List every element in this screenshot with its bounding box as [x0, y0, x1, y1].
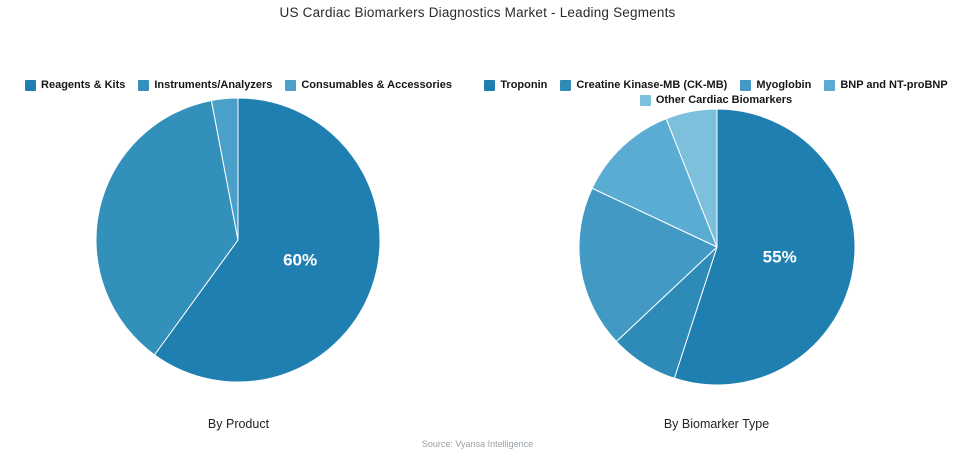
legend-swatch-icon: [560, 79, 572, 91]
legend-swatch-icon: [285, 79, 297, 91]
legend-item-label: Instruments/Analyzers: [154, 79, 273, 91]
legend-item[interactable]: BNP and NT-proBNP: [824, 79, 948, 91]
legend-item[interactable]: Reagents & Kits: [25, 79, 125, 91]
legend-item-label: Reagents & Kits: [41, 79, 126, 91]
pie-chart-by-product: 60%: [95, 97, 381, 383]
legend-item-label: Myoglobin: [756, 79, 812, 91]
pie-slice[interactable]: [154, 97, 381, 383]
legend-item-label: Troponin: [500, 79, 548, 91]
pie-slice[interactable]: [210, 97, 239, 241]
legend-item[interactable]: Troponin: [484, 79, 547, 91]
legend-swatch-icon: [824, 79, 836, 91]
chart-title: US Cardiac Biomarkers Diagnostics Market…: [279, 5, 676, 20]
caption-by-product: By Product: [207, 417, 270, 431]
legend-item-label: Creatine Kinase-MB (CK-MB): [576, 79, 728, 91]
legend-swatch-icon: [138, 79, 150, 91]
legend-item[interactable]: Other Cardiac Biomarkers: [639, 94, 793, 106]
pie-slice[interactable]: [591, 118, 718, 248]
legend-swatch-icon: [639, 94, 651, 106]
legend-item-label: Consumables & Accessories: [301, 79, 452, 91]
legend-item-label: BNP and NT-proBNP: [840, 79, 948, 91]
pie-slice[interactable]: [673, 108, 856, 386]
pie-slice[interactable]: [665, 108, 718, 248]
pie-slice[interactable]: [95, 100, 239, 356]
legend-item[interactable]: Creatine Kinase-MB (CK-MB): [560, 79, 727, 91]
legend-swatch-icon: [484, 79, 496, 91]
legend-swatch-icon: [25, 79, 37, 91]
legend-item[interactable]: Myoglobin: [740, 79, 811, 91]
pie-slice-data-label: 55%: [763, 247, 797, 266]
legend-item-label: Other Cardiac Biomarkers: [655, 94, 793, 106]
legend-by-biomarker-type: Troponin Creatine Kinase-MB (CK-MB) Myoglo…: [477, 79, 955, 106]
pie-slice-data-label: 60%: [283, 251, 317, 270]
pie-slice[interactable]: [578, 187, 718, 342]
source-attribution: Source: Vyansa Intelligence: [421, 439, 534, 449]
legend-swatch-icon: [740, 79, 752, 91]
pie-chart-by-biomarker-type: 55%: [578, 108, 856, 386]
legend-item[interactable]: Consumables & Accessories: [285, 79, 452, 91]
legend-by-product: Reagents & Kits Instruments/Analyzers Cons…: [0, 79, 477, 91]
caption-by-biomarker-type: By Biomarker Type: [663, 417, 770, 431]
legend-item[interactable]: Instruments/Analyzers: [138, 79, 272, 91]
